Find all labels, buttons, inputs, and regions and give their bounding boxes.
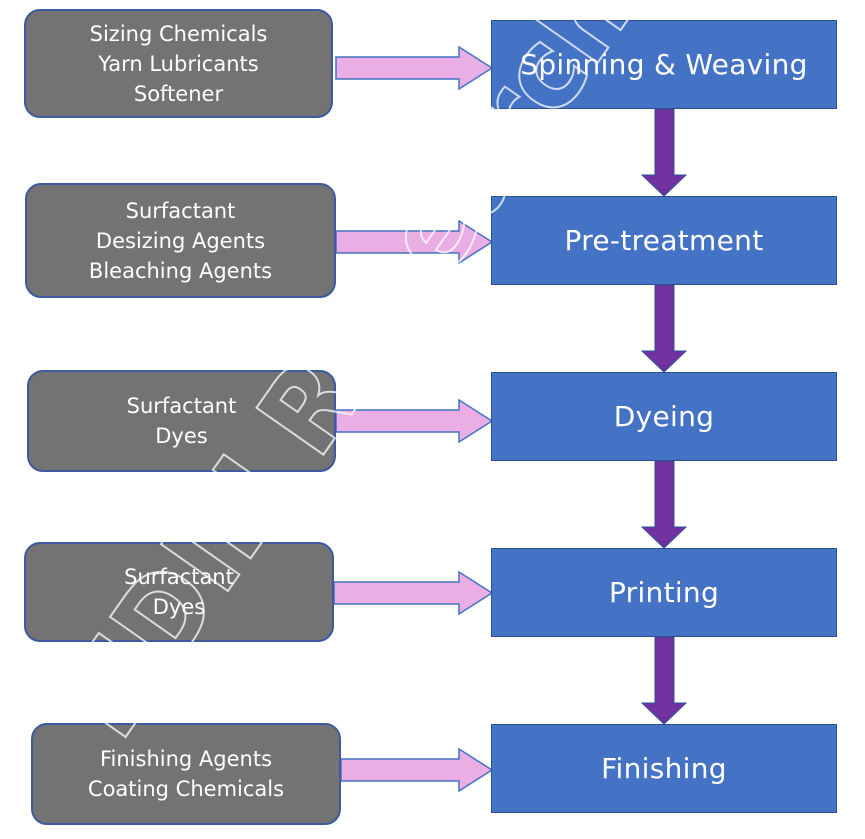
chemical-label: Softener [133,81,224,106]
input-arrow-1 [335,45,494,91]
step-label: Pre-treatment [564,224,764,257]
process-step-printing: Printing [491,548,837,637]
chemical-label: Desizing Agents [95,228,266,253]
step-label: Finishing [601,752,727,785]
chemical-inputs-spinning: Sizing Chemicals Yarn Lubricants Softene… [24,9,333,118]
chemical-inputs-printing: Surfactant Dyes [24,542,334,642]
chemical-label: Dyes [152,595,206,619]
flow-arrow-4 [640,636,688,725]
chemical-label: Surfactant [125,198,236,223]
flow-arrow-1 [640,108,688,197]
chemical-label: Dyes [155,424,208,448]
chemical-label: Bleaching Agents [88,258,273,283]
step-label: Printing [608,576,720,609]
input-arrow-3 [335,398,494,444]
process-step-spinning-weaving: Spinning & Weaving [491,20,837,109]
chemical-label: Finishing Agents [99,747,273,771]
input-arrow-4 [333,570,494,616]
flow-arrow-3 [640,460,688,549]
chemical-inputs-finishing: Finishing Agents Coating Chemicals [31,723,341,825]
chemical-inputs-pretreatment: Surfactant Desizing Agents Bleaching Age… [25,183,336,298]
step-label: Dyeing [613,400,715,433]
step-label: Spinning & Weaving [520,48,808,81]
chemical-inputs-dyeing: Surfactant Dyes [27,370,336,472]
process-step-dyeing: Dyeing [491,372,837,461]
chemical-label: Surfactant [124,565,234,589]
input-arrow-5 [340,747,494,793]
chemical-label: Sizing Chemicals [89,21,268,46]
chemical-label: Coating Chemicals [87,777,285,801]
chemical-label: Surfactant [126,394,237,418]
input-arrow-2 [335,219,494,265]
flow-arrow-2 [640,284,688,373]
process-step-finishing: Finishing [491,724,837,813]
process-step-pretreatment: Pre-treatment [491,196,837,285]
chemical-label: Yarn Lubricants [98,51,259,76]
